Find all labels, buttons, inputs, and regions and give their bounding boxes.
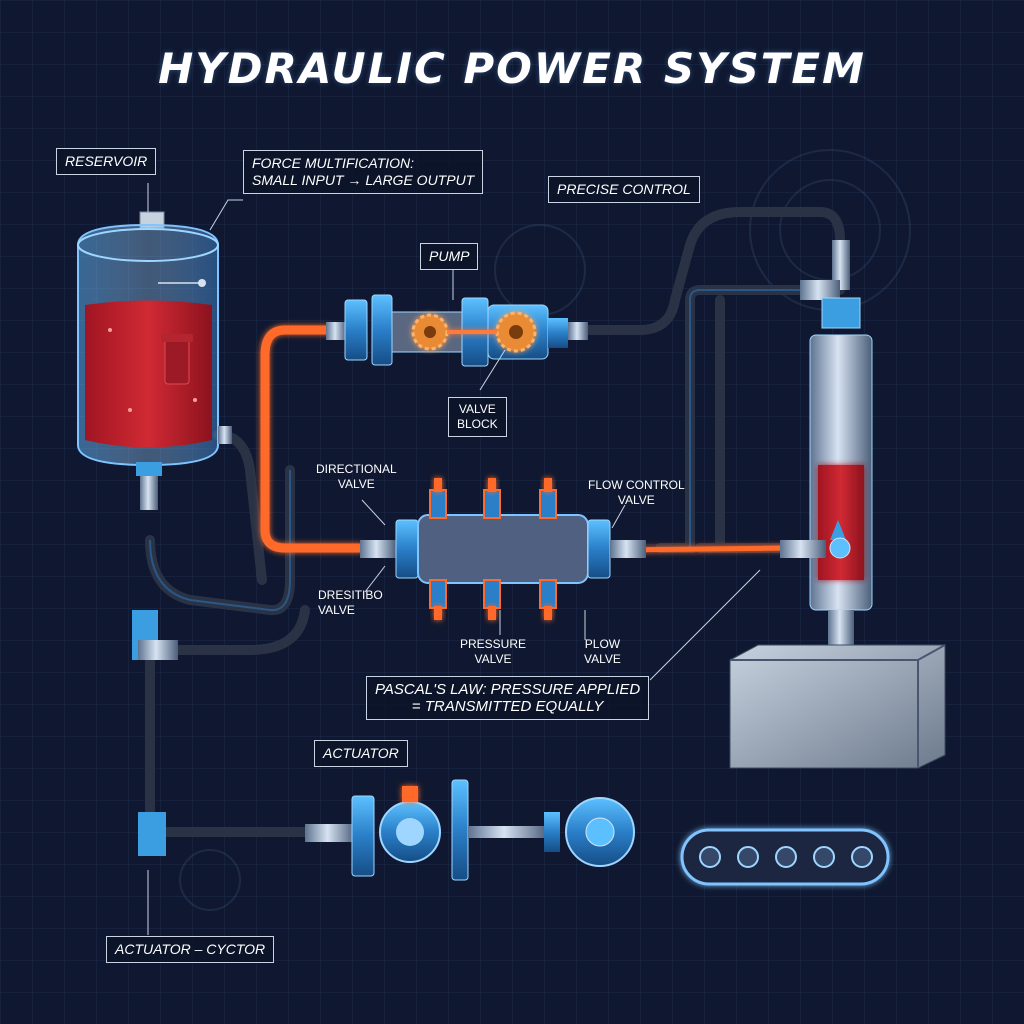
actuator-cyctor-label: ACTUATOR – CYCTOR bbox=[106, 936, 275, 963]
pascal-line1: PASCAL'S LAW: PRESSURE APPLIED bbox=[375, 681, 641, 698]
dresitibo-line2: VALVE bbox=[318, 603, 355, 617]
leader-lines bbox=[147, 183, 761, 935]
dresitibo-line1: DRESITIBO bbox=[318, 588, 383, 602]
plow-valve-label: PLOW VALVE bbox=[584, 637, 621, 667]
force-label-line1: FORCE MULTIFICATION: bbox=[252, 155, 415, 171]
directional-valve-label: DIRECTIONAL VALVE bbox=[316, 462, 397, 492]
force-label-line2: SMALL INPUT → LARGE OUTPUT bbox=[252, 172, 475, 188]
pressure-valve-label: PRESSURE VALVE bbox=[460, 637, 526, 667]
dresitibo-valve-label: DRESITIBO VALVE bbox=[318, 588, 383, 618]
pump-gear-icon bbox=[411, 311, 537, 353]
load-block bbox=[729, 644, 946, 769]
flow-control-line1: FLOW CONTROL bbox=[588, 478, 685, 492]
plow-line2: VALVE bbox=[584, 652, 621, 666]
valve-block-line2: BLOCK bbox=[457, 417, 498, 431]
directional-line2: VALVE bbox=[337, 477, 375, 491]
pressure-line2: VALVE bbox=[474, 652, 512, 666]
flow-control-line2: VALVE bbox=[617, 493, 655, 507]
reservoir-tank bbox=[77, 211, 232, 510]
page-title: HYDRAULIC POWER SYSTEM bbox=[158, 44, 866, 93]
actuator-label: ACTUATOR bbox=[314, 740, 408, 767]
valve-block-label: VALVE BLOCK bbox=[448, 397, 507, 437]
valve-block bbox=[360, 478, 646, 620]
directional-line1: DIRECTIONAL bbox=[316, 462, 397, 476]
pascals-law-label: PASCAL'S LAW: PRESSURE APPLIED = TRANSMI… bbox=[366, 676, 650, 720]
valve-block-line1: VALVE bbox=[458, 402, 496, 416]
pump-unit bbox=[326, 294, 588, 367]
pump-label: PUMP bbox=[420, 243, 479, 270]
conveyor-belt bbox=[680, 828, 890, 886]
reservoir-label: RESERVOIR bbox=[56, 148, 157, 175]
pascal-line2: = TRANSMITTED EQUALLY bbox=[411, 698, 604, 715]
precise-control-label: PRECISE CONTROL bbox=[548, 176, 700, 203]
plow-line1: PLOW bbox=[584, 637, 621, 651]
actuator-assembly bbox=[132, 610, 635, 881]
spool-valve-icon bbox=[429, 478, 557, 620]
pressure-line1: PRESSURE bbox=[460, 637, 527, 651]
hydraulic-cylinder bbox=[780, 240, 873, 660]
force-multiplication-label: FORCE MULTIFICATION: SMALL INPUT → LARGE… bbox=[243, 150, 484, 194]
flow-control-valve-label: FLOW CONTROL VALVE bbox=[588, 478, 685, 508]
